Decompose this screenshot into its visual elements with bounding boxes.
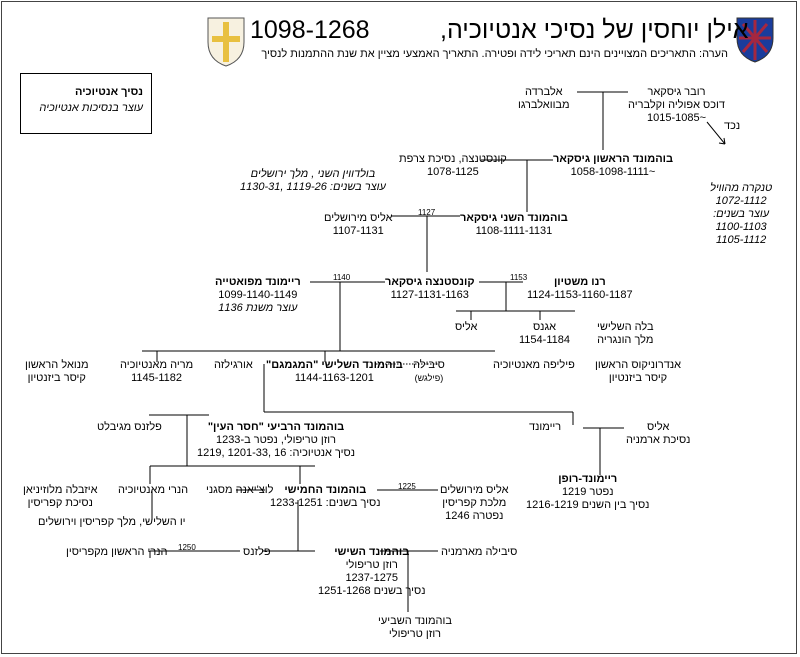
page-title: אילן יוחסין של נסיכי אנטיוכיה,: [440, 16, 749, 44]
person-alice: אליס: [455, 321, 478, 333]
person-orgueilleuse: אורגילזה: [214, 359, 253, 371]
person-philippa-of-antioch: פיליפה מאנטיוכיה: [493, 359, 575, 371]
legend-box: נסיך אנטיוכיה עוצר בנסיכות אנטיוכיה: [20, 73, 152, 134]
person-raymond: ריימונד: [529, 421, 562, 433]
person-plaisance: פלזנס: [243, 546, 271, 558]
person-bohemond-1: בוהמונד הראשון גיסקאר~1058-1098-1111: [553, 153, 673, 178]
person-sibylla-of-armenia: סיבילה מארמניה: [441, 546, 518, 558]
person-henry-of-antioch: הנרי מאנטיוכיה: [118, 484, 189, 496]
antioch-coat-of-arms-icon: [736, 17, 774, 63]
person-bohemond-3: בוהמונד השלישי "המגמגם"1144-1163-1201: [266, 359, 403, 384]
marriage-year-1153: 1153: [510, 273, 528, 282]
marriage-year-1225: 1225: [398, 482, 416, 491]
person-lucienne-of-segni: לוצ'יאנה מסגני: [206, 484, 274, 496]
legend-regent: עוצר בנסיכות אנטיוכיה: [39, 102, 143, 114]
person-henry-1-of-cyprus: הנרי הראשון מקפריסין: [66, 546, 168, 558]
marriage-year-1127: 1127: [418, 208, 436, 217]
label-grandson: נכד: [724, 120, 741, 132]
dates-note: הערה: התאריכים המצויינים הינם תאריכי ליד…: [261, 48, 728, 60]
tripoli-coat-of-arms-icon: [207, 17, 245, 67]
person-hugh-3: יו השלישי, מלך קפריסין וירושלים: [38, 516, 186, 528]
marriage-year-1140: 1140: [333, 273, 351, 282]
title-years: 1098-1268: [250, 16, 370, 44]
person-plaisance-of-gibelet: פלזנס מגיבלט: [97, 421, 162, 433]
person-bohemond-4: בוהמונד הרביעי "חסר העין"רוזן טריפולי, נ…: [197, 421, 356, 459]
person-sibylla: סיבילה(פילגש): [413, 359, 445, 383]
legend-prince: נסיך אנטיוכיה: [75, 86, 143, 98]
marriage-year-1250: 1250: [178, 543, 196, 552]
